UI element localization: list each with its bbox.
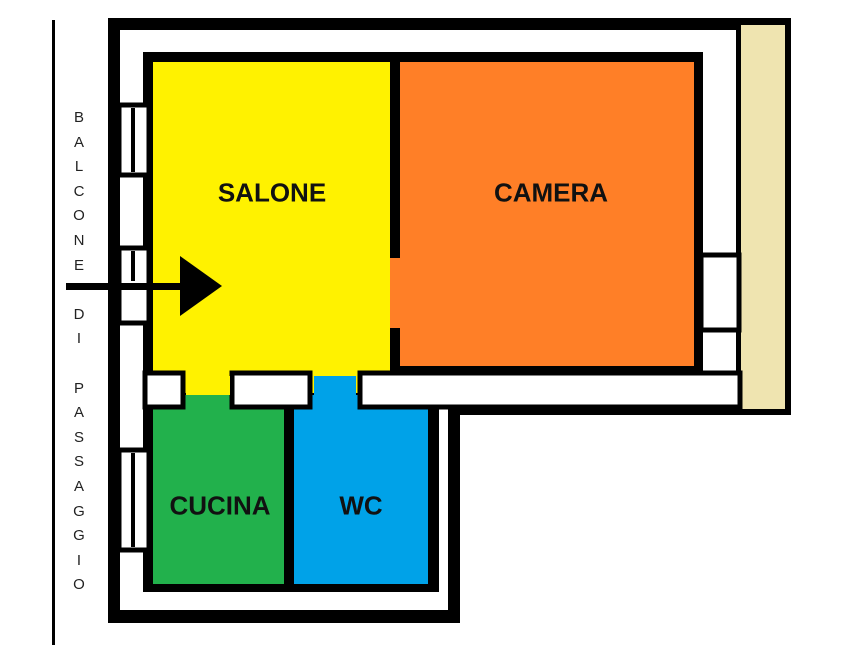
balcony-line-2 — [68, 278, 90, 303]
balcony-edge-line — [52, 20, 55, 645]
window-camera — [698, 252, 742, 333]
room-salone — [153, 62, 390, 393]
label-salone: SALONE — [217, 177, 327, 208]
room-wc — [294, 395, 428, 584]
label-camera: CAMERA — [493, 177, 609, 208]
entrance-arrow-icon — [66, 256, 222, 316]
label-wc: WC — [339, 490, 383, 521]
doorway-salone-camera — [390, 258, 402, 328]
wall-openings — [142, 370, 743, 410]
room-cucina — [153, 395, 284, 584]
label-cucina: CUCINA — [169, 490, 271, 521]
room-camera — [400, 62, 694, 366]
terrace-strip — [740, 25, 785, 409]
balcony-line-4 — [68, 352, 90, 377]
